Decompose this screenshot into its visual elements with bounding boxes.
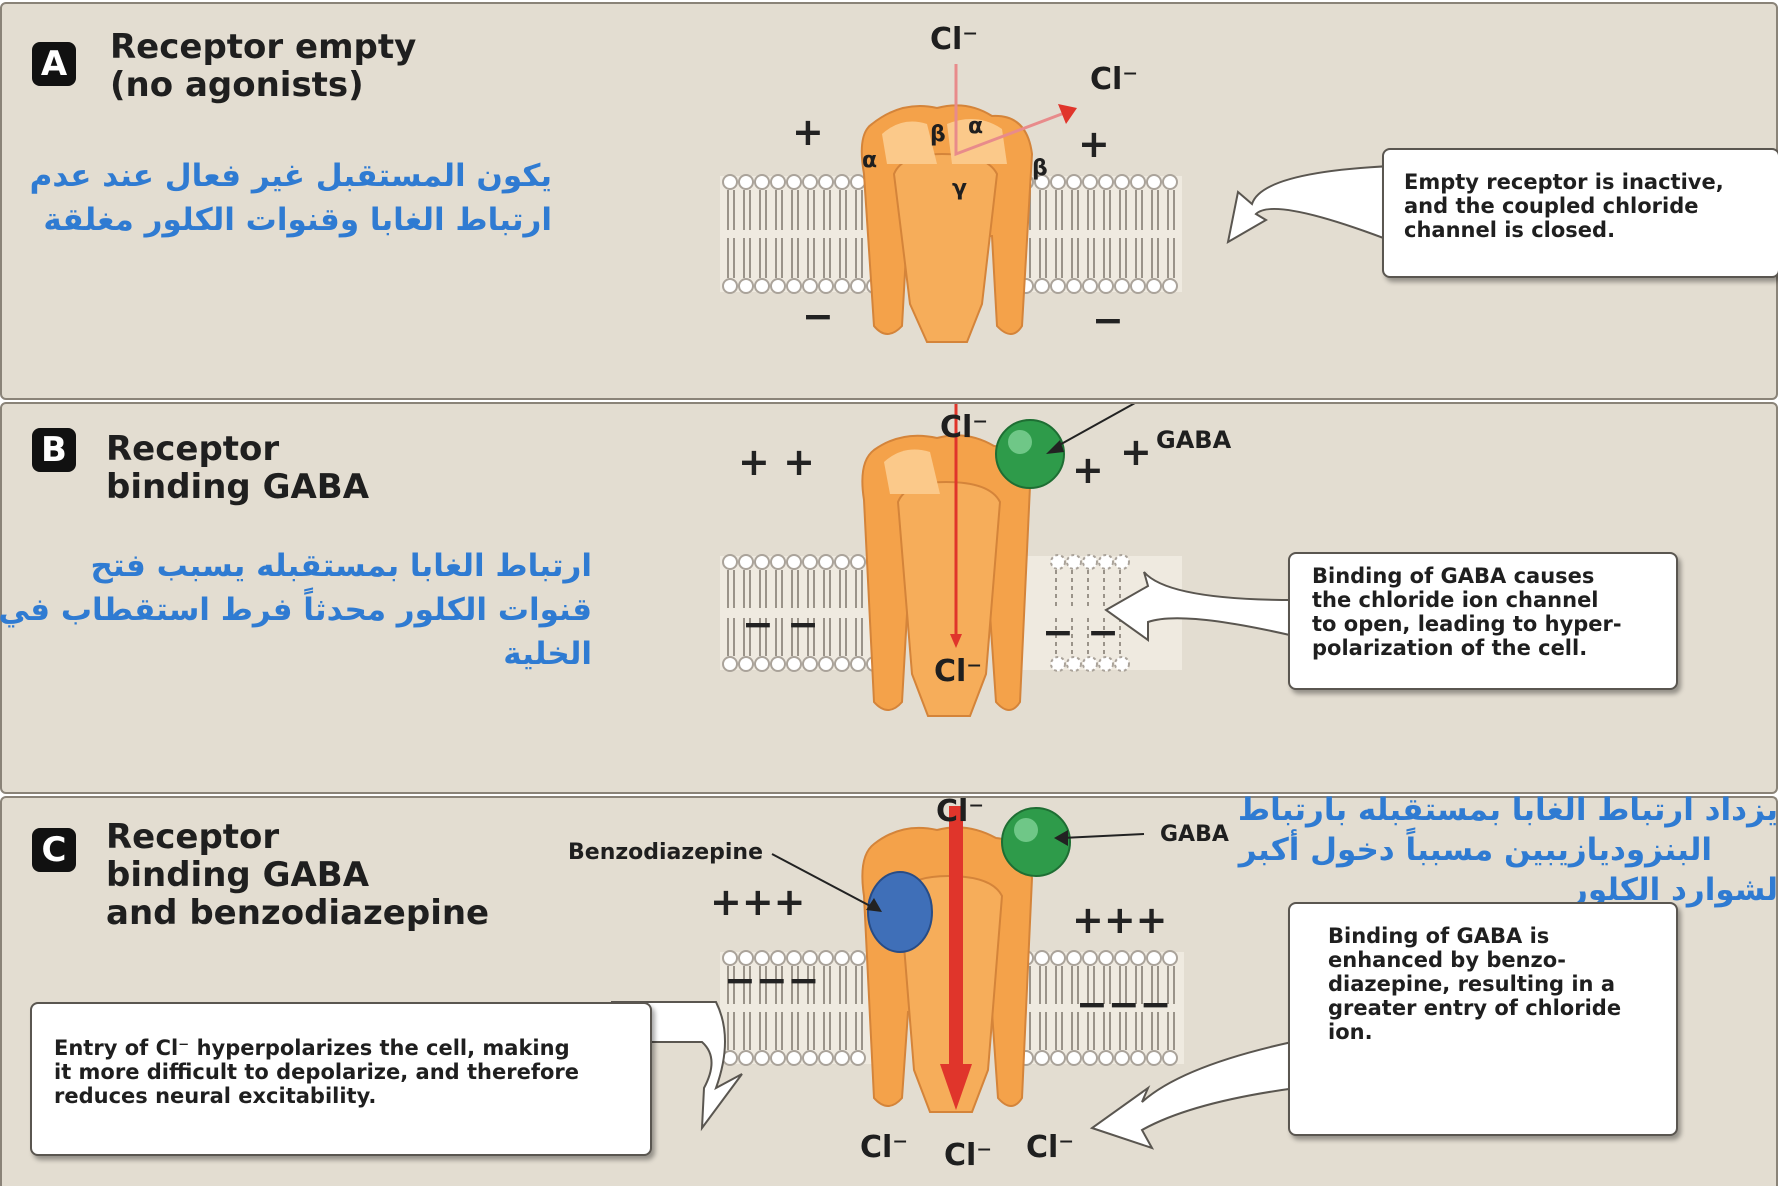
charge-intracellular-right: −−− — [1076, 982, 1172, 1026]
chloride-ion-label: Cl⁻ — [936, 794, 984, 829]
note-line: Binding of GABA causes — [1312, 564, 1594, 588]
gaba-receptor — [862, 105, 1032, 342]
panel-a: A Receptor empty (no agonists) يكون المس… — [0, 2, 1778, 400]
benzodiazepine-molecule — [868, 872, 932, 952]
note-line: ion. — [1328, 1020, 1373, 1044]
gaba-label: GABA — [1156, 426, 1231, 454]
note-line: diazepine, resulting in a — [1328, 972, 1615, 996]
subunit-beta-left: β — [930, 122, 946, 147]
chloride-ion-label: Cl⁻ — [930, 22, 978, 57]
charge-intracellular-right: − — [1092, 298, 1124, 342]
note-line: it more difficult to depolarize, and the… — [54, 1060, 579, 1084]
charge-extracellular-right: + — [1078, 122, 1110, 166]
note-line: to open, leading to hyper- — [1312, 612, 1622, 636]
note-line: reduces neural excitability. — [54, 1084, 376, 1108]
panel-b: B Receptor binding GABA ارتباط الغابا بم… — [0, 402, 1778, 794]
gaba-molecule — [996, 420, 1064, 488]
note-line: and the coupled chloride — [1404, 194, 1699, 218]
note-line: greater entry of chloride — [1328, 996, 1621, 1020]
note-line: channel is closed. — [1404, 218, 1615, 242]
subunit-alpha-left: α — [862, 148, 877, 173]
chloride-ion-label: Cl⁻ — [1026, 1130, 1074, 1165]
charge-intracellular-right: − − — [1042, 610, 1119, 654]
charge-extracellular-left: +++ — [710, 880, 806, 924]
charge-intracellular-left: − − — [742, 602, 819, 646]
chloride-ion-label: Cl⁻ — [934, 654, 982, 689]
charge-extracellular-right: + — [1120, 430, 1152, 474]
charge-extracellular-left: + + — [738, 440, 815, 484]
charge-intracellular-left: −−− — [724, 958, 820, 1002]
chloride-ion-label: Cl⁻ — [944, 1138, 992, 1173]
note-line: polarization of the cell. — [1312, 636, 1587, 660]
benzodiazepine-label: Benzodiazepine — [568, 840, 763, 865]
chloride-ion-label: Cl⁻ — [940, 410, 988, 445]
note-line: enhanced by benzo- — [1328, 948, 1566, 972]
gaba-molecule — [1002, 808, 1070, 876]
arabic-caption-line1: يزداد ارتباط الغابا بمستقبله بارتباط — [1142, 788, 1778, 832]
note-line: the chloride ion channel — [1312, 588, 1599, 612]
subunit-beta-right: β — [1032, 156, 1048, 181]
charge-intracellular-left: − — [802, 294, 834, 338]
note-line: Binding of GABA is — [1328, 924, 1549, 948]
charge-extracellular-left: + — [792, 110, 824, 154]
subunit-gamma: γ — [952, 176, 967, 201]
arabic-caption-line2: البنزوديازيبين مسبباً دخول أكبر — [1142, 828, 1712, 872]
note-line: Empty receptor is inactive, — [1404, 170, 1724, 194]
note-line: Entry of Cl⁻ hyperpolarizes the cell, ma… — [54, 1036, 570, 1060]
chloride-ion-label: Cl⁻ — [860, 1130, 908, 1165]
panel-c: C Receptor binding GABA and benzodiazepi… — [0, 796, 1778, 1186]
charge-extracellular-right: + — [1072, 448, 1104, 492]
subunit-alpha-right: α — [968, 114, 983, 139]
chloride-ion-label: Cl⁻ — [1090, 62, 1138, 97]
